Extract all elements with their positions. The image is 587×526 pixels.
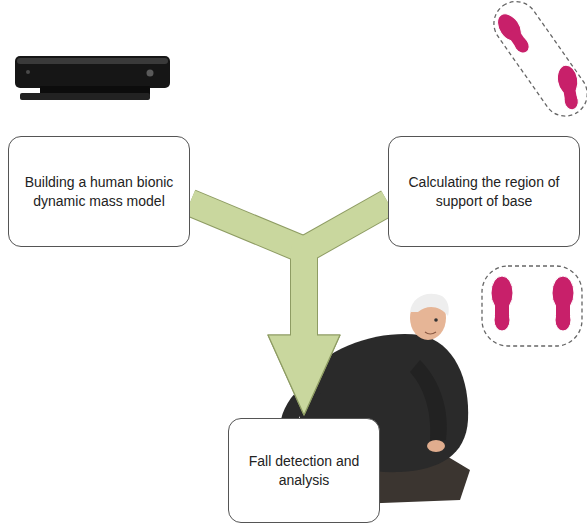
process-box: Building a human bionic dynamic mass mod…	[8, 136, 190, 247]
connector-outline	[304, 203, 388, 340]
connector-outlines	[190, 203, 388, 340]
box-label: Building a human bionic dynamic mass mod…	[21, 173, 177, 211]
connector-outline	[190, 203, 304, 340]
connector-body	[304, 203, 388, 340]
footprints-diagonal	[485, 0, 587, 125]
footprints-parallel	[482, 266, 582, 346]
box-label: Calculating the region of support of bas…	[401, 173, 567, 211]
process-box: Calculating the region of support of bas…	[388, 136, 580, 247]
connector-body	[190, 203, 304, 340]
connector-fills	[190, 203, 388, 415]
arrow-head	[268, 335, 340, 415]
process-box: Fall detection and analysis	[228, 418, 380, 523]
arrow-head	[268, 335, 340, 415]
merge-arrow	[268, 203, 388, 415]
box-label: Fall detection and analysis	[241, 452, 367, 490]
kinect-sensor	[15, 56, 170, 100]
